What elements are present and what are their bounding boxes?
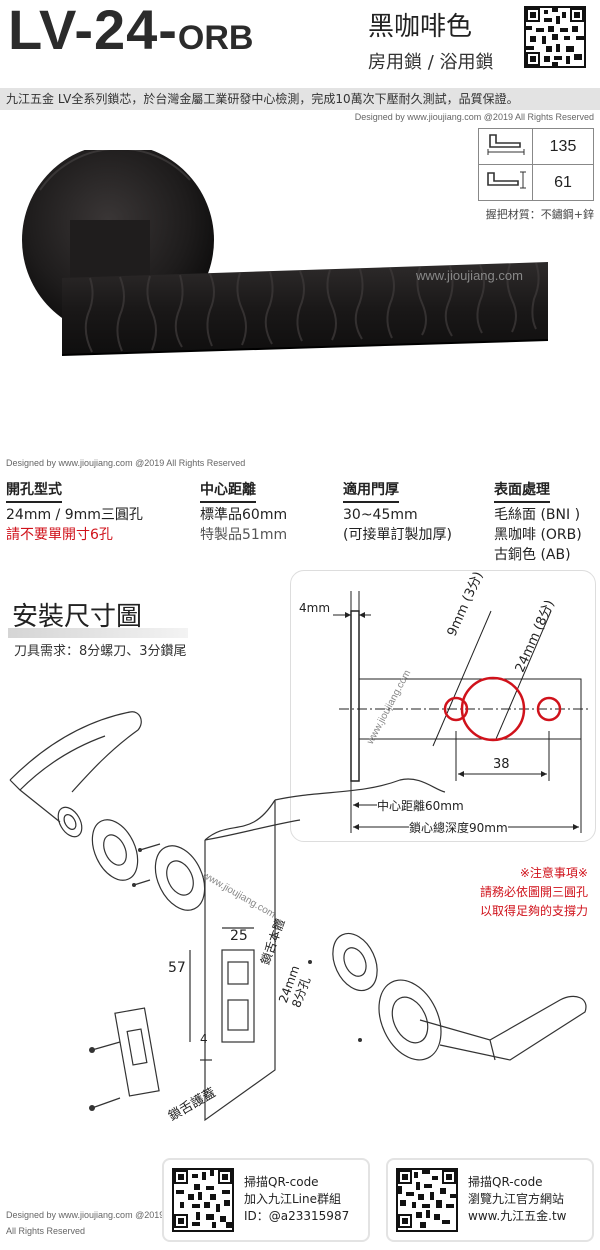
door-thickness-title: 適用門厚 bbox=[343, 480, 399, 503]
projection-value: 61 bbox=[532, 164, 594, 201]
photo-credit: Designed by www.jioujiang.com @2019 All … bbox=[6, 458, 246, 468]
backset-standard: 標準品60mm bbox=[200, 507, 288, 523]
dim-38: 38 bbox=[493, 757, 510, 772]
finish-ab: 古銅色 (AB) bbox=[494, 547, 571, 563]
backset-column: 中心距離 標準品60mm 特製品51mm bbox=[200, 480, 287, 545]
line-scan-label: 掃描QR-code bbox=[244, 1175, 319, 1189]
backset-label: 中心距離60mm bbox=[377, 797, 464, 814]
dim-57: 57 bbox=[168, 960, 186, 976]
quality-banner: 九江五金 LV全系列鎖芯，於台灣金屬工業研發中心檢測，完成10萬次下壓耐久測試，… bbox=[0, 88, 600, 110]
line-action-label: 加入九江Line群組 bbox=[244, 1192, 342, 1206]
hole-type-title: 開孔型式 bbox=[6, 480, 62, 503]
website-scan-label: 掃描QR-code bbox=[468, 1175, 543, 1189]
exploded-view: 25 57 4 鎖舌本體 24mm 8分孔 鎖舌護蓋 www.jioujiang… bbox=[0, 700, 600, 1140]
length-icon bbox=[478, 128, 533, 165]
lock-types: 房用鎖 / 浴用鎖 bbox=[368, 52, 494, 73]
footer-credit-2: All Rights Reserved bbox=[6, 1226, 86, 1236]
finish-title: 表面處理 bbox=[494, 480, 550, 503]
handle-material: 握把材質：不鏽鋼+鋅 bbox=[485, 208, 594, 221]
backset-custom: 特製品51mm bbox=[200, 527, 288, 543]
dim-25: 25 bbox=[230, 928, 248, 944]
line-qr-code-icon bbox=[172, 1168, 234, 1232]
color-name: 黑咖啡色 bbox=[368, 12, 473, 42]
length-value: 135 bbox=[532, 128, 594, 165]
finish-orb: 黑咖啡 (ORB) bbox=[494, 527, 582, 543]
dimension-table: 135 61 bbox=[478, 128, 594, 201]
header-qr-code-icon bbox=[524, 6, 586, 68]
notice: ※注意事項※ 請務必依圖開三圓孔 以取得足夠的支撐力 bbox=[480, 864, 588, 921]
website-action-label: 瀏覽九江官方網站 bbox=[468, 1192, 565, 1206]
total-depth-label: 鎖心總深度90mm bbox=[409, 819, 508, 836]
finish-bni: 毛絲面 (BNI ) bbox=[494, 507, 581, 523]
door-thickness-note: (可接單訂製加厚) bbox=[343, 527, 452, 543]
backset-title: 中心距離 bbox=[200, 480, 256, 503]
footer-credit-1: Designed by www.jioujiang.com @2019 bbox=[6, 1210, 165, 1220]
door-thickness-range: 30~45mm bbox=[343, 507, 418, 523]
website-qr-code-icon bbox=[396, 1168, 458, 1232]
hole-type-warning: 請不要單開寸6孔 bbox=[6, 527, 113, 543]
line-id: ID：@a23315987 bbox=[244, 1209, 350, 1223]
website-qr-card[interactable]: 掃描QR-code 瀏覽九江官方網站 www.九江五金.tw bbox=[386, 1158, 594, 1242]
install-title: 安裝尺寸圖 bbox=[12, 602, 143, 632]
model-title: LV-24-ORB bbox=[8, 2, 253, 58]
notice-title: ※注意事項※ bbox=[519, 866, 588, 880]
line-qr-card[interactable]: 掃描QR-code 加入九江Line群組 ID：@a23315987 bbox=[162, 1158, 370, 1242]
banner-credit: Designed by www.jioujiang.com @2019 All … bbox=[354, 112, 594, 122]
dim-4: 4 bbox=[200, 1032, 208, 1046]
projection-icon bbox=[478, 164, 533, 201]
model-suffix: ORB bbox=[177, 19, 254, 57]
model-number: LV-24- bbox=[8, 0, 178, 61]
line-qr-text: 掃描QR-code 加入九江Line群組 ID：@a23315987 bbox=[244, 1174, 349, 1225]
website-url[interactable]: www.九江五金.tw bbox=[468, 1209, 567, 1223]
notice-line2: 以取得足夠的支撐力 bbox=[479, 904, 588, 918]
finish-column: 表面處理 毛絲面 (BNI ) 黑咖啡 (ORB) 古銅色 (AB) bbox=[494, 480, 582, 565]
notice-line1: 請務必依圖開三圓孔 bbox=[479, 885, 588, 899]
hole-type-line1: 24mm / 9mm三圓孔 bbox=[6, 507, 143, 523]
hole-type-column: 開孔型式 24mm / 9mm三圓孔 請不要單開寸6孔 bbox=[6, 480, 143, 545]
tools-required: 刀具需求：8分螺刀、3分鑽尾 bbox=[14, 644, 187, 659]
website-qr-text: 掃描QR-code 瀏覽九江官方網站 www.九江五金.tw bbox=[468, 1174, 567, 1225]
photo-watermark: www.jioujiang.com bbox=[416, 268, 523, 283]
drilling-diagram: 4mm 9mm (3分) 24mm (8分) 38 中心距離60mm 鎖心總深度… bbox=[290, 569, 596, 842]
door-thickness-column: 適用門厚 30~45mm (可接單訂製加厚) bbox=[343, 480, 452, 545]
dim-4mm: 4mm bbox=[299, 601, 331, 615]
section-underline bbox=[8, 628, 188, 638]
product-photo bbox=[0, 144, 600, 440]
